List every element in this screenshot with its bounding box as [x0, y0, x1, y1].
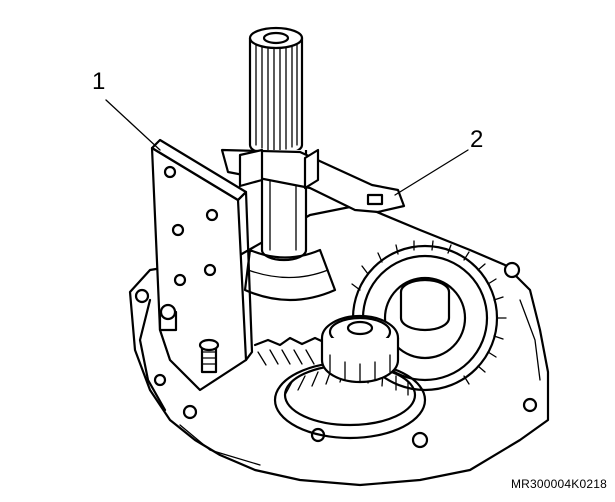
callout-2-leader [394, 149, 469, 196]
tool-bracket [150, 138, 254, 392]
transmission-case [128, 203, 550, 487]
callout-1-label: 1 [92, 68, 106, 95]
main-gear-stack [253, 314, 427, 440]
tool-lever [220, 148, 406, 214]
counter-gear [351, 240, 507, 392]
callout-1-leader [105, 99, 161, 151]
callout-2-label: 2 [470, 126, 484, 153]
reference-code: MR300004K0218 [510, 477, 607, 491]
